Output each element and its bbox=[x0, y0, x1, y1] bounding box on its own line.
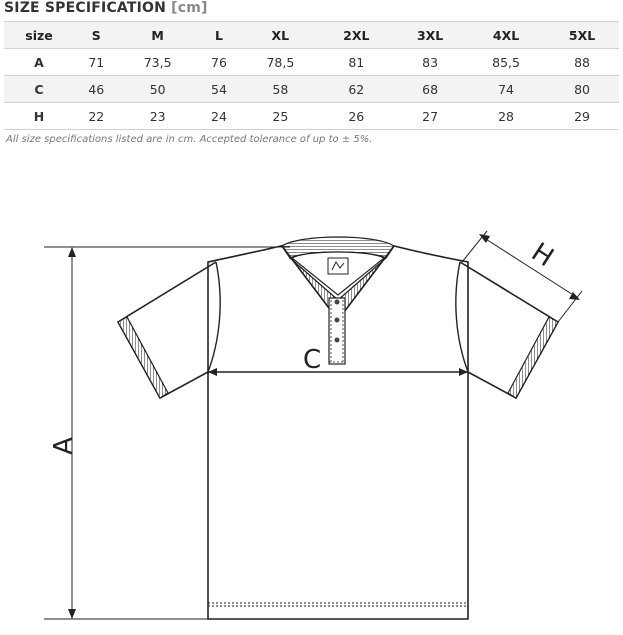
table-cell: 81 bbox=[319, 48, 394, 76]
size-table: size S M L XL 2XL 3XL 4XL 5XL A 71 73,5 … bbox=[4, 21, 619, 130]
table-header-row: size S M L XL 2XL 3XL 4XL 5XL bbox=[4, 21, 619, 49]
table-cell: 85,5 bbox=[467, 48, 546, 76]
table-cell: 68 bbox=[393, 75, 467, 103]
table-header-cell: S bbox=[74, 21, 119, 49]
page-title: SIZE SPECIFICATION [cm] bbox=[4, 0, 208, 16]
sleeve-measure-line bbox=[480, 235, 579, 299]
table-header-cell: 5XL bbox=[545, 21, 619, 49]
table-header-cell: size bbox=[4, 21, 74, 49]
table-cell: 71 bbox=[74, 48, 119, 76]
table-cell: 73,5 bbox=[118, 48, 197, 76]
table-cell: 46 bbox=[74, 75, 119, 103]
table-cell: 28 bbox=[467, 102, 546, 130]
table-cell: 24 bbox=[196, 102, 242, 130]
tolerance-note: All size specifications listed are in cm… bbox=[6, 134, 373, 145]
table-cell: 29 bbox=[545, 102, 619, 130]
button-middle bbox=[334, 317, 340, 323]
title-text: SIZE SPECIFICATION bbox=[4, 0, 167, 16]
left-sleeve-cuff bbox=[117, 316, 169, 399]
brand-logo-icon bbox=[331, 261, 345, 271]
table-row: A 71 73,5 76 78,5 81 83 85,5 88 bbox=[4, 48, 619, 76]
table-header-cell: 3XL bbox=[393, 21, 467, 49]
label-c: C bbox=[303, 345, 321, 375]
table-cell: 27 bbox=[393, 102, 467, 130]
placket bbox=[328, 297, 346, 365]
table-row: C 46 50 54 58 62 68 74 80 bbox=[4, 75, 619, 103]
button-bottom bbox=[334, 337, 340, 343]
table-cell: 83 bbox=[393, 48, 467, 76]
table-cell: 88 bbox=[545, 48, 619, 76]
table-cell: 62 bbox=[319, 75, 394, 103]
table-cell: 80 bbox=[545, 75, 619, 103]
button-top bbox=[334, 299, 340, 305]
row-label: C bbox=[4, 75, 74, 103]
row-label: H bbox=[4, 102, 74, 130]
brand-label bbox=[327, 257, 349, 275]
right-sleeve-cuff bbox=[507, 316, 559, 399]
table-cell: 74 bbox=[467, 75, 546, 103]
table-header-cell: 4XL bbox=[467, 21, 546, 49]
row-label: A bbox=[4, 48, 74, 76]
label-a: A bbox=[49, 437, 79, 455]
table-cell: 50 bbox=[118, 75, 197, 103]
table-cell: 78,5 bbox=[241, 48, 320, 76]
table-header-cell: XL bbox=[241, 21, 320, 49]
shirt-body bbox=[207, 371, 469, 620]
title-unit: [cm] bbox=[171, 0, 208, 16]
table-cell: 26 bbox=[319, 102, 394, 130]
table-row: H 22 23 24 25 26 27 28 29 bbox=[4, 102, 619, 130]
table-header-cell: 2XL bbox=[319, 21, 394, 49]
table-cell: 25 bbox=[241, 102, 320, 130]
table-header-cell: L bbox=[196, 21, 242, 49]
table-header-cell: M bbox=[118, 21, 197, 49]
table-cell: 23 bbox=[118, 102, 197, 130]
table-cell: 58 bbox=[241, 75, 320, 103]
table-cell: 76 bbox=[196, 48, 242, 76]
table-cell: 22 bbox=[74, 102, 119, 130]
table-cell: 54 bbox=[196, 75, 242, 103]
